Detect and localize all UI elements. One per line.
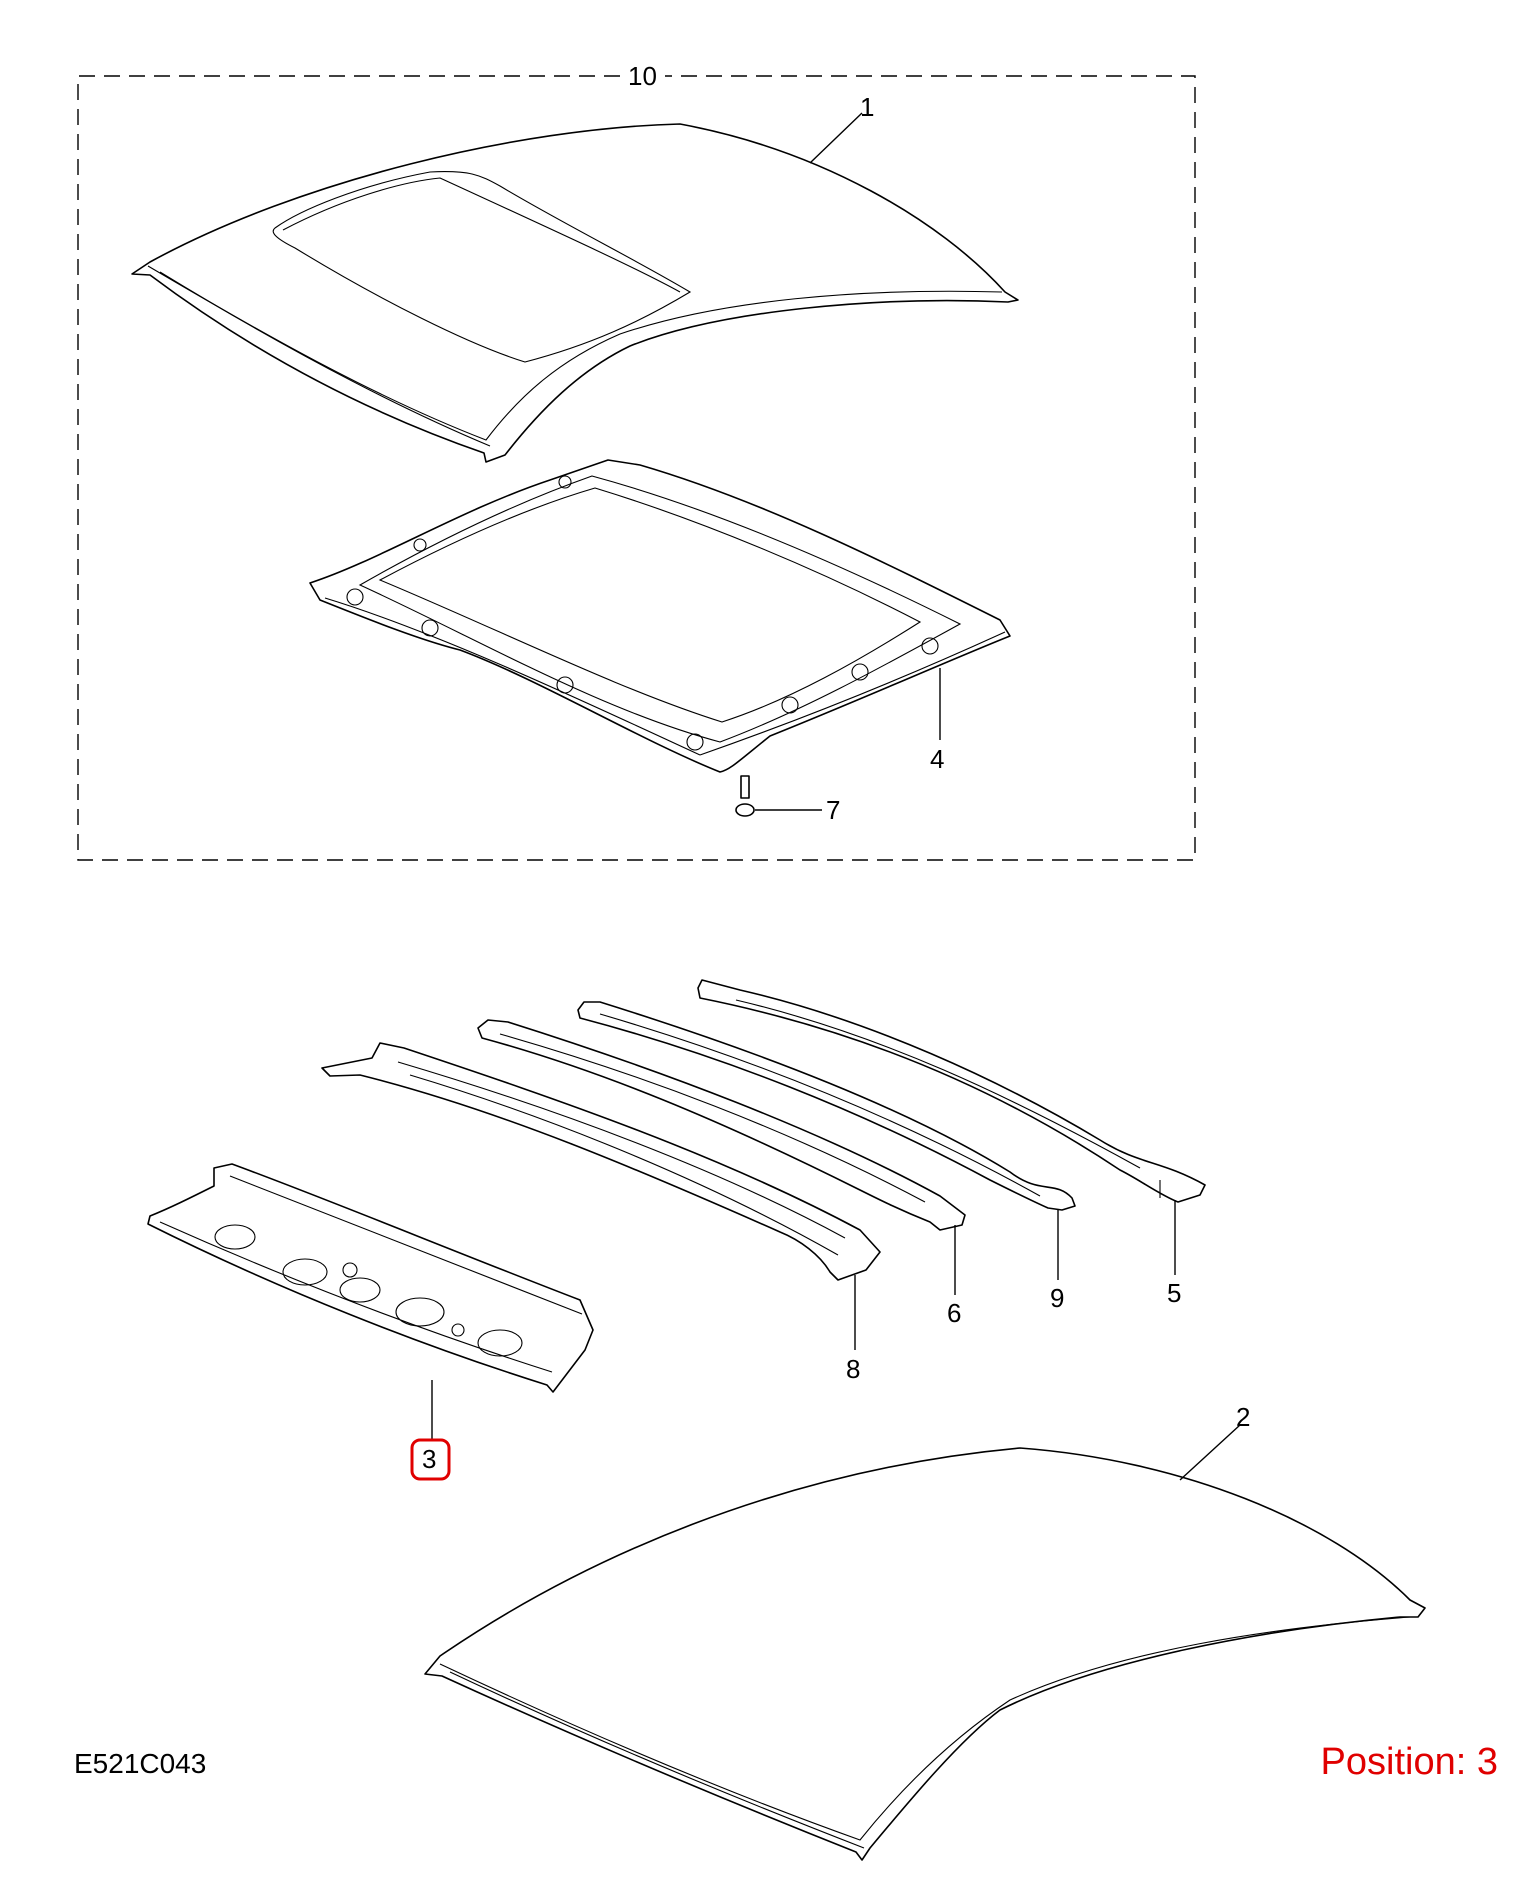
callout-10[interactable]: 10 xyxy=(628,61,657,91)
part-6-roof-bow[interactable]: 6 xyxy=(477,1019,966,1328)
header-panel-pockets xyxy=(214,1224,523,1357)
callout-3-highlight xyxy=(410,1438,451,1481)
callout-1[interactable]: 1 xyxy=(860,92,874,122)
callout-8[interactable]: 8 xyxy=(846,1354,860,1384)
part-4-sunroof-frame[interactable]: 4 xyxy=(309,459,1011,774)
callout-4[interactable]: 4 xyxy=(930,744,944,774)
part-7-bolt[interactable]: 7 xyxy=(735,775,840,825)
assembly-10-boundary: 10 xyxy=(77,61,1196,861)
part-2-roof-panel[interactable]: 2 xyxy=(424,1402,1426,1861)
callout-7[interactable]: 7 xyxy=(826,795,840,825)
callout-6[interactable]: 6 xyxy=(947,1298,961,1328)
part-5-rear-roof-bow[interactable]: 5 xyxy=(697,979,1206,1308)
diagram-code: E521C043 xyxy=(74,1748,207,1779)
frame-mounting-holes xyxy=(346,475,939,751)
part-3-front-header-panel[interactable]: 3 xyxy=(147,1163,594,1481)
callout-5[interactable]: 5 xyxy=(1167,1278,1181,1308)
callout-2[interactable]: 2 xyxy=(1236,1402,1250,1432)
callout-9[interactable]: 9 xyxy=(1050,1283,1064,1313)
part-8-roof-bow[interactable]: 8 xyxy=(321,1042,881,1384)
callout-3[interactable]: 3 xyxy=(422,1444,436,1474)
part-1-roof-panel-sunroof[interactable]: 1 xyxy=(131,92,1019,463)
part-9-roof-bow[interactable]: 9 xyxy=(577,1001,1076,1313)
position-indicator: Position: 3 xyxy=(1320,1741,1498,1783)
